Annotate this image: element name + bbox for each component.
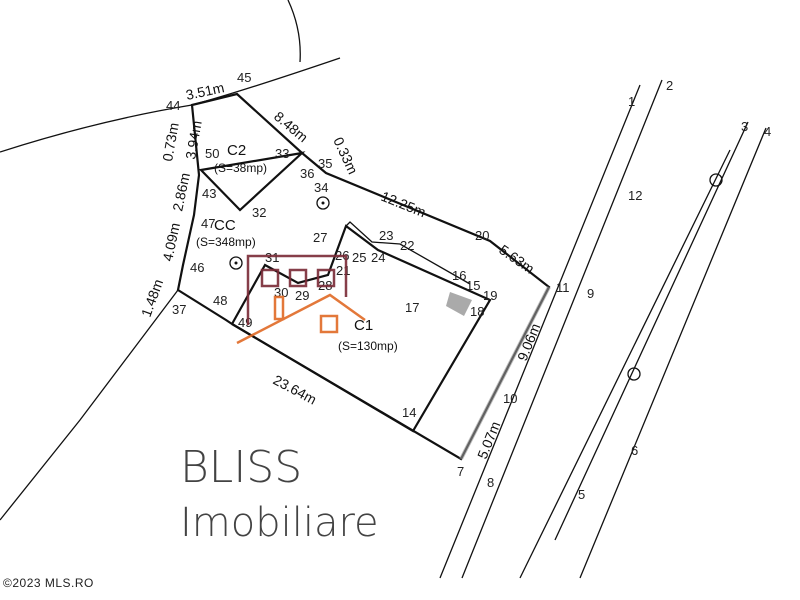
area-cc-surface: (S=348mp) — [196, 235, 256, 249]
measurement-label: 5.63m — [496, 241, 537, 276]
neighbour-boundary-left — [0, 289, 179, 521]
point-label: 9 — [587, 286, 594, 301]
area-c1-name: C1 — [354, 317, 373, 334]
measurement-label: 2.86m — [169, 171, 193, 212]
point-labels: 1 2 3 4 5 6 7 8 9 10 11 12 14 15 16 17 1… — [166, 70, 771, 502]
neighbour-boundary-top — [287, 0, 301, 63]
measurement-label: 23.64m — [271, 372, 320, 408]
point-label: 16 — [452, 268, 466, 283]
point-label: 1 — [628, 94, 635, 109]
frontage-edge — [459, 286, 551, 460]
road-line — [519, 149, 731, 579]
measurement-label: 1.48m — [138, 277, 166, 319]
point-label: 21 — [336, 263, 350, 278]
point-label: 14 — [402, 405, 416, 420]
point-label: 37 — [172, 302, 186, 317]
point-label: 15 — [466, 278, 480, 293]
point-label: 2 — [666, 78, 673, 93]
point-label: 19 — [483, 288, 497, 303]
measurement-label: 3.51m — [184, 79, 225, 103]
road-line — [579, 127, 767, 579]
point-label: 33 — [275, 146, 289, 161]
point-label: 10 — [503, 391, 517, 406]
survey-marker-icon — [316, 196, 330, 210]
area-c1-surface: (S=130mp) — [338, 339, 398, 353]
road-line — [461, 79, 663, 579]
measurement-label: 0.33m — [330, 135, 361, 177]
point-label: 18 — [470, 304, 484, 319]
point-label: 34 — [314, 180, 328, 195]
point-label: 46 — [190, 260, 204, 275]
point-label: 43 — [202, 186, 216, 201]
point-label: 50 — [205, 146, 219, 161]
point-label: 25 — [352, 250, 366, 265]
point-label: 11 — [556, 280, 570, 295]
point-label: 7 — [457, 464, 464, 479]
point-label: 4 — [764, 124, 771, 139]
point-label: 49 — [238, 315, 252, 330]
building-c1-edge — [345, 221, 471, 285]
point-label: 29 — [295, 288, 309, 303]
road-line — [554, 121, 749, 541]
measurement-label: 4.09m — [159, 221, 183, 262]
building-c2-outline — [198, 151, 306, 212]
watermark-line1: BLISS — [180, 442, 302, 493]
point-label: 8 — [487, 475, 494, 490]
point-label: 35 — [318, 156, 332, 171]
point-label: 31 — [265, 250, 279, 265]
point-label: 6 — [631, 443, 638, 458]
hatched-annex — [446, 292, 472, 316]
survey-marker-icon — [229, 256, 243, 270]
bliss-logo-icon — [236, 254, 366, 345]
point-label: 44 — [166, 98, 180, 113]
measurement-label: 0.73m — [159, 121, 182, 162]
point-label: 45 — [237, 70, 251, 85]
point-label: 23 — [379, 228, 393, 243]
copyright-text: ©2023 MLS.RO — [3, 576, 94, 590]
survey-marker-icon — [627, 367, 641, 381]
survey-marker-icon — [709, 173, 723, 187]
point-label: 47 — [201, 216, 215, 231]
point-label: 5 — [578, 487, 585, 502]
point-label: 17 — [405, 300, 419, 315]
area-c2-name: C2 — [227, 142, 246, 159]
area-cc-name: CC — [214, 217, 236, 234]
measurement-label: 12.25m — [379, 188, 428, 220]
measurement-label: 9.06m — [514, 321, 543, 363]
point-label: 12 — [628, 188, 642, 203]
point-label: 27 — [313, 230, 327, 245]
area-c2-surface: (S=38mp) — [214, 161, 267, 175]
point-label: 3 — [741, 119, 748, 134]
road-line — [439, 84, 641, 579]
watermark-line2: Imobiliare — [180, 500, 379, 546]
point-label: 24 — [371, 250, 385, 265]
point-label: 36 — [300, 166, 314, 181]
measurement-label: 8.48m — [271, 108, 311, 145]
point-label: 22 — [400, 238, 414, 253]
measurement-label: 3.94m — [182, 119, 205, 160]
point-label: 32 — [252, 205, 266, 220]
point-label: 20 — [475, 228, 489, 243]
point-label: 48 — [213, 293, 227, 308]
